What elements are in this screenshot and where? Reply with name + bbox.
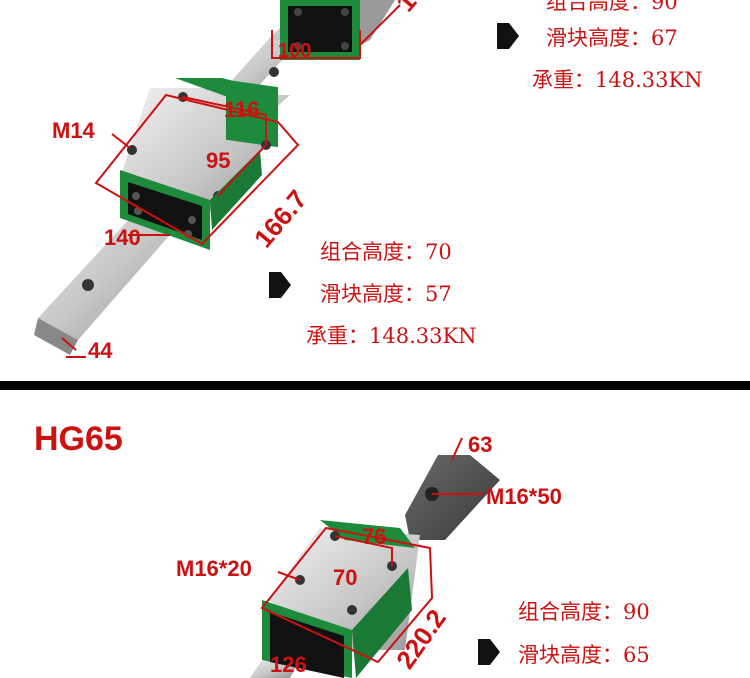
top-spec-load: 承重：148.33KN [532, 68, 703, 92]
top-arrow-icon [497, 23, 519, 49]
top-spec-slider-height: 滑块高度：67 [546, 26, 678, 50]
upper-arrow-icon [269, 272, 291, 298]
upper-spec-load: 承重：148.33KN [306, 324, 477, 348]
upper-hole-x-label: 116 [224, 97, 260, 122]
hg65-spec-combined-height: 组合高度：90 [518, 600, 650, 624]
top-slider-block [280, 0, 395, 60]
hg65-width-label: 126 [270, 652, 307, 677]
hg65-slider-block [262, 520, 420, 678]
hg65-arrow-icon [478, 639, 500, 665]
top-width-label: 100 [278, 40, 312, 62]
hg65-dimension-lines [260, 437, 484, 664]
hg65-hole-y-label: 70 [333, 565, 358, 590]
upper-rail-label: 44 [88, 338, 113, 363]
upper-spec-slider-height: 滑块高度：57 [320, 282, 452, 306]
upper-dimension-lines [61, 93, 300, 358]
hg65-rail-screw-label: M16*50 [486, 484, 562, 509]
upper-screw-label: M14 [52, 118, 95, 143]
hg65-spec-slider-height: 滑块高度：65 [518, 643, 650, 667]
upper-slider-block [120, 78, 278, 250]
upper-hole-y-label: 95 [206, 148, 231, 173]
model-title: HG65 [34, 420, 123, 458]
hg65-screw-label: M16*20 [176, 556, 252, 581]
section-divider [0, 381, 750, 390]
top-spec-combined-height: 组合高度：90 [546, 0, 678, 14]
hg65-rail-width-label: 63 [468, 432, 493, 457]
upper-spec-combined-height: 组合高度：70 [320, 240, 452, 264]
top-dimension-lines [271, 4, 401, 59]
upper-width-label: 140 [104, 225, 141, 250]
hg65-hole-x-label: 76 [362, 524, 387, 549]
